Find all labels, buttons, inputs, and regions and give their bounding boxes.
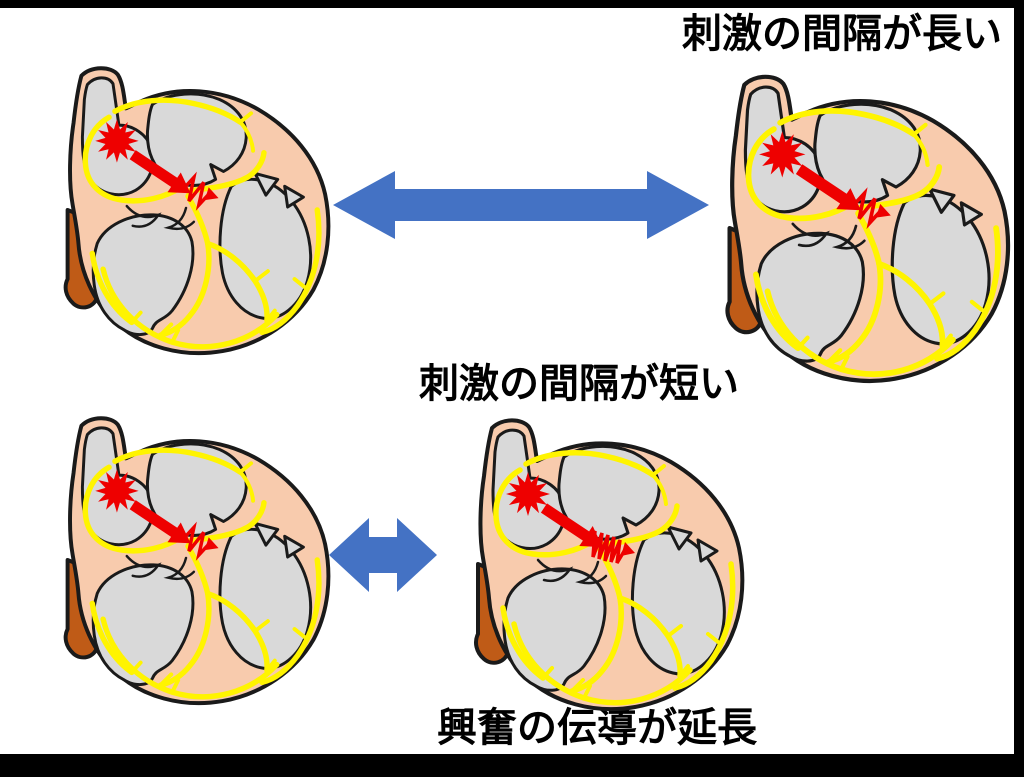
heart-cross-section — [727, 77, 1008, 381]
border-bar-right — [1014, 0, 1024, 777]
heart-illustration-bottom-right — [448, 412, 748, 712]
border-bar-top — [0, 0, 1024, 8]
heart-cross-section — [66, 68, 329, 353]
double-arrow-short — [329, 518, 437, 592]
heart-cross-section — [476, 420, 742, 709]
label-stimulus-interval-short: 刺激の間隔が短い — [419, 361, 739, 407]
double-arrow-long — [333, 171, 709, 239]
heart-illustration-top-right — [698, 68, 1014, 384]
heart-illustration-bottom-left — [38, 410, 334, 706]
heart-cross-section — [66, 418, 329, 703]
heart-illustration-top-left — [38, 60, 334, 356]
border-bar-bottom — [0, 754, 1024, 777]
label-stimulus-interval-long: 刺激の間隔が長い — [682, 11, 1002, 57]
label-conduction-prolonged: 興奮の伝導が延長 — [437, 705, 757, 751]
